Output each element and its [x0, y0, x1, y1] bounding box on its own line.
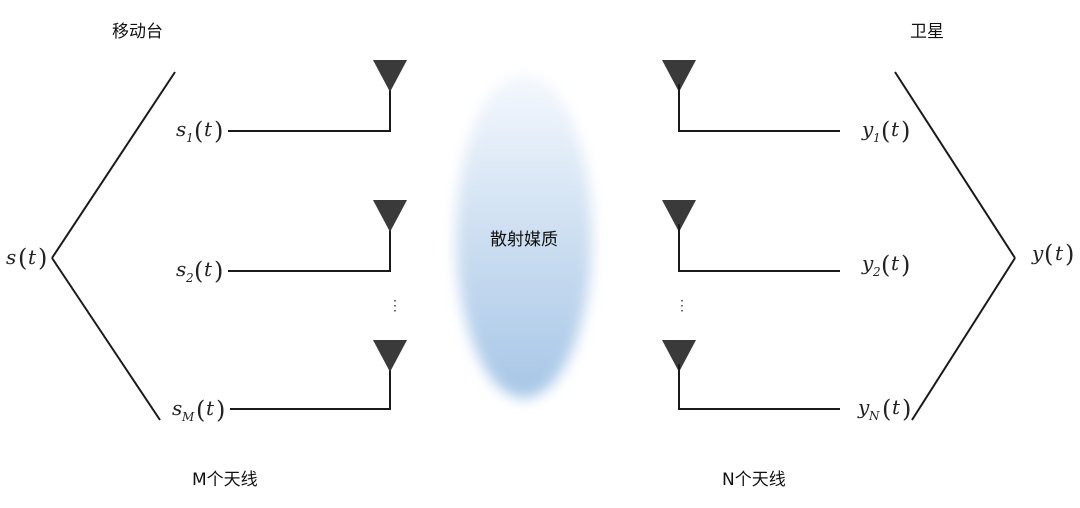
svg-text:t: t [892, 395, 901, 419]
left-antenna-2-icon [373, 200, 407, 232]
right-output-label: y ( t ) [1031, 240, 1074, 268]
svg-text:y: y [1031, 241, 1044, 265]
left-splitter-lower [51, 257, 161, 421]
satellite-label: 卫星 [910, 22, 944, 42]
svg-text:): ) [216, 396, 225, 424]
svg-text:t: t [28, 245, 37, 269]
right-ellipsis: ⋮ [675, 298, 689, 314]
svg-text:(: ( [18, 244, 27, 272]
left-feed-line-m [230, 364, 391, 410]
right-antenna-row-1: y 1 ( t ) [662, 60, 910, 145]
svg-text:t: t [891, 117, 900, 141]
left-splitter-upper [51, 71, 176, 259]
svg-text:1: 1 [873, 131, 881, 145]
left-ellipsis: ⋮ [388, 298, 402, 314]
svg-text:t: t [206, 396, 215, 420]
svg-text:): ) [214, 257, 223, 285]
svg-text:y: y [857, 395, 870, 419]
svg-text:(: ( [881, 117, 890, 145]
svg-text:s: s [6, 245, 16, 269]
svg-text:s: s [176, 117, 186, 141]
svg-text:): ) [1065, 240, 1074, 268]
svg-text:(: ( [196, 396, 205, 424]
svg-text:(: ( [194, 117, 203, 145]
left-antenna-row-2: s 2 ( t ) [176, 200, 407, 285]
svg-text:): ) [38, 244, 47, 272]
svg-text:): ) [901, 251, 910, 279]
svg-text:t: t [204, 117, 213, 141]
svg-text:t: t [1055, 241, 1064, 265]
svg-text:t: t [891, 251, 900, 275]
svg-text:1: 1 [186, 131, 194, 145]
right-feed-line-2 [678, 224, 840, 272]
right-antenna-1-icon [662, 60, 696, 92]
right-combiner-upper [894, 71, 1016, 259]
svg-text:y: y [861, 117, 874, 141]
scattering-medium-label: 散射媒质 [490, 230, 558, 250]
right-antenna-count-label: N个天线 [722, 470, 786, 490]
right-feed-line-n [678, 364, 840, 410]
left-antenna-m-icon [373, 340, 407, 372]
left-source-label: s ( t ) [6, 244, 47, 272]
right-antenna-row-n: y N ( t ) [662, 340, 911, 423]
right-antenna-2-icon [662, 200, 696, 232]
svg-text:(: ( [882, 395, 891, 423]
svg-text:(: ( [881, 251, 890, 279]
left-feed-line-1 [228, 84, 391, 132]
left-antenna-1-icon [373, 60, 407, 92]
svg-text:): ) [902, 395, 911, 423]
right-feed-line-1 [678, 84, 840, 132]
svg-text:): ) [901, 117, 910, 145]
right-combiner-lower [911, 257, 1016, 421]
svg-text:t: t [204, 257, 213, 281]
svg-text:N: N [868, 409, 880, 423]
left-antenna-count-label: M个天线 [192, 470, 258, 490]
left-antenna-row-m: s M ( t ) [172, 340, 407, 424]
left-antenna-row-1: s 1 ( t ) [176, 60, 407, 145]
svg-text:(: ( [194, 257, 203, 285]
right-antenna-n-icon [662, 340, 696, 372]
svg-text:y: y [861, 251, 874, 275]
svg-text:s: s [172, 396, 182, 420]
mobile-station-label: 移动台 [112, 22, 163, 42]
left-feed-line-2 [228, 224, 391, 272]
svg-text:(: ( [1044, 240, 1053, 268]
scattering-medium-ellipse [456, 74, 592, 398]
svg-text:2: 2 [872, 265, 881, 279]
right-antenna-row-2: y 2 ( t ) [662, 200, 910, 279]
svg-text:2: 2 [185, 271, 194, 285]
svg-text:M: M [181, 410, 195, 424]
svg-text:): ) [214, 117, 223, 145]
svg-text:s: s [176, 257, 186, 281]
